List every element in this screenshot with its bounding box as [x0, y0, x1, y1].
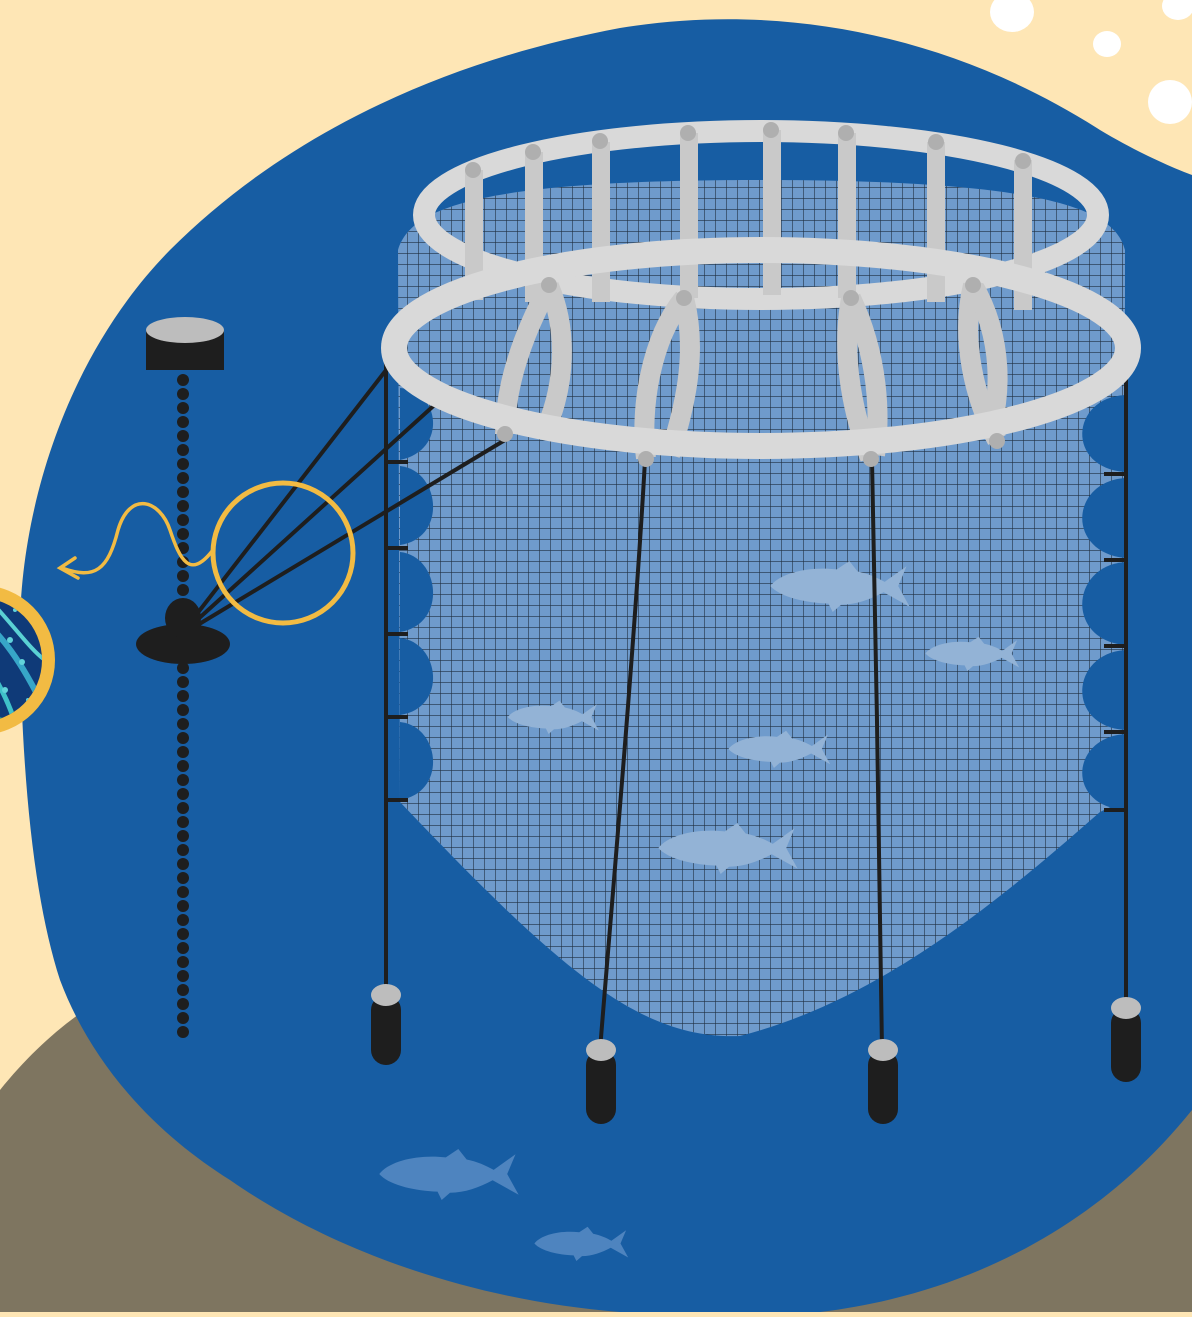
anchor-weight-icon	[371, 984, 401, 1065]
anchor-weight-icon	[1111, 997, 1141, 1082]
buoy-top	[146, 317, 224, 343]
anchor-weight-icon	[586, 1039, 616, 1124]
anchor-weight-icon	[868, 1039, 898, 1124]
